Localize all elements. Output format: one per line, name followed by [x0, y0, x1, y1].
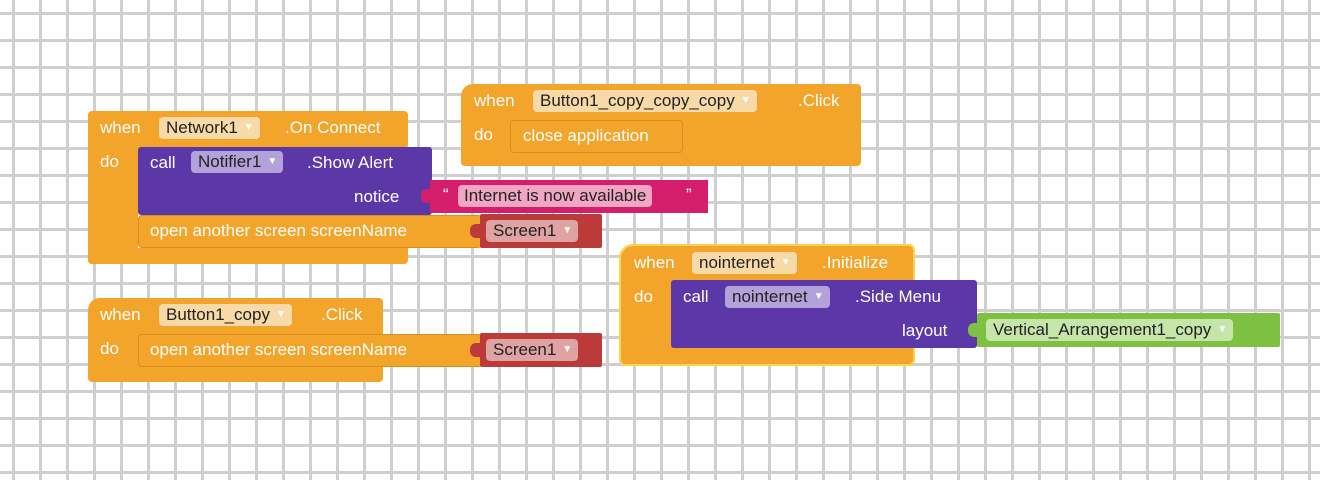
chevron-down-icon: ▼: [562, 344, 573, 355]
do-label: do: [100, 339, 119, 358]
open-screen-label: open another screen screenName: [150, 221, 408, 240]
quote-close: ”: [686, 185, 692, 204]
when-label: when: [100, 118, 141, 137]
event-block-foot: [88, 248, 408, 264]
notifier-dropdown[interactable]: Notifier1▼: [191, 151, 284, 173]
open-another-screen-block[interactable]: [138, 334, 482, 367]
notice-label: notice: [354, 187, 400, 206]
when-label: when: [634, 253, 675, 272]
component-dropdown[interactable]: Network1▼: [159, 117, 260, 139]
event-name: .On Connect: [285, 118, 381, 137]
chevron-down-icon: ▼: [276, 309, 286, 320]
screen-plug: [470, 224, 482, 238]
screen-dropdown[interactable]: Screen1▼: [486, 220, 579, 242]
target-dropdown[interactable]: nointernet▼: [725, 286, 830, 308]
event-block-left: [88, 111, 138, 264]
screen-dropdown[interactable]: Screen1▼: [486, 339, 579, 361]
quote-open: “: [443, 185, 449, 204]
chevron-down-icon: ▼: [562, 225, 573, 236]
chevron-down-icon: ▼: [243, 122, 254, 133]
text-plug: [421, 189, 433, 203]
open-another-screen-block[interactable]: [138, 215, 482, 248]
when-label: when: [100, 305, 141, 324]
event-name: .Click: [798, 91, 840, 110]
text-string-field[interactable]: Internet is now available: [458, 185, 653, 207]
method-name: .Show Alert: [307, 153, 393, 172]
do-label: do: [634, 287, 653, 306]
chevron-down-icon: ▼: [267, 156, 278, 167]
close-application-label: close application: [523, 126, 649, 145]
event-name: .Initialize: [822, 253, 889, 272]
call-label: call: [150, 153, 176, 172]
component-plug: [968, 323, 980, 337]
method-name: .Side Menu: [855, 287, 941, 306]
when-label: when: [474, 91, 515, 110]
do-label: do: [474, 125, 493, 144]
screen-plug: [470, 343, 482, 357]
open-screen-label: open another screen screenName: [150, 340, 408, 359]
component-dropdown[interactable]: nointernet▼: [692, 252, 797, 274]
chevron-down-icon: ▼: [813, 291, 824, 302]
show-alert-call-block[interactable]: [138, 147, 432, 215]
close-application-block[interactable]: [510, 120, 683, 153]
do-label: do: [100, 152, 119, 171]
component-value-dropdown[interactable]: Vertical_Arrangement1_copy▼: [986, 319, 1234, 341]
event-name: .Click: [321, 305, 363, 324]
call-label: call: [683, 287, 709, 306]
component-dropdown[interactable]: Button1_copy▼: [159, 304, 292, 326]
chevron-down-icon: ▼: [780, 257, 791, 268]
chevron-down-icon: ▼: [1217, 324, 1228, 335]
layout-label: layout: [902, 321, 948, 340]
chevron-down-icon: ▼: [740, 95, 751, 106]
component-dropdown[interactable]: Button1_copy_copy_copy▼: [533, 90, 757, 112]
